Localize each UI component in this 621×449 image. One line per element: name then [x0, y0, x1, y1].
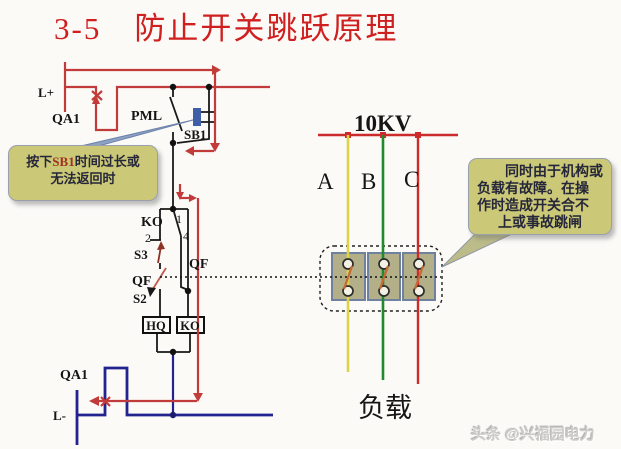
label-qa1-top: QA1	[52, 112, 80, 127]
label-terminal-2: 2	[145, 231, 151, 245]
label-s3: S3	[134, 247, 148, 262]
label-qf-aux: QF	[189, 257, 208, 272]
callout-right-line2: 负载有故障。在操	[477, 182, 589, 197]
qa1-top-cross-icon	[91, 90, 103, 101]
sb1-plunger-icon	[193, 108, 201, 126]
highlight-current-path	[63, 62, 270, 407]
arrow-right-small-icon	[189, 194, 197, 202]
arrow-left-icon	[185, 146, 194, 156]
sb1-contact-bars-icon	[201, 111, 215, 123]
label-load: 负载	[358, 393, 412, 423]
current-arrowheads	[89, 65, 221, 406]
callout-left-line2: 无法返回时	[50, 171, 116, 186]
qf-trip-arrowhead-icon	[147, 287, 156, 297]
s3-arrowhead-icon	[157, 241, 165, 250]
power-diagram	[160, 132, 458, 384]
label-hq-coil: HQ	[146, 319, 166, 333]
arrow-right-icon	[212, 65, 221, 75]
label-10kv: 10KV	[354, 111, 412, 136]
callout-left-accent: SB1	[52, 154, 75, 169]
qa1-bottom-cross-icon	[100, 396, 111, 407]
label-qa1-bottom: QA1	[60, 368, 88, 383]
breaker-contacts	[342, 258, 425, 297]
label-terminal-4: 4	[183, 229, 189, 243]
label-l-minus: L-	[53, 408, 66, 423]
ko-contact-blade-icon	[173, 211, 182, 237]
callout-right-line4: 上或事故跳闸	[498, 216, 582, 231]
hq-coil-box	[142, 316, 171, 334]
callout-right-line1: 同时由于机构或	[505, 165, 603, 180]
callout-sb1-stuck: 按下SB1时间过长或 无法返回时	[8, 145, 158, 201]
arrow-down-icon	[210, 143, 220, 152]
junction-dots	[169, 83, 213, 419]
ko-contact-lower-wire	[180, 236, 189, 291]
watermark: 头条 @兴福园电力	[471, 426, 595, 443]
callout-left-line1: 按下SB1时间过长或	[26, 154, 140, 169]
label-qf-trip: QF	[132, 274, 151, 289]
label-ko-coil: KO	[180, 319, 200, 333]
qa1-notch-path-wire	[65, 85, 270, 132]
callout-breaker-fault: 同时由于机构或 负载有故障。在操 作时造成开关合不 上或事故跳闸	[468, 158, 612, 235]
arrow-up-icon	[92, 95, 100, 104]
label-pml: PML	[131, 109, 162, 124]
label-sb1: SB1	[184, 127, 206, 142]
negative-bus	[75, 353, 273, 445]
page-title: 3-5 防止开关跳跃原理	[54, 11, 399, 46]
breaker-dashed-box	[319, 245, 443, 312]
sb1-branch-wire	[176, 87, 210, 144]
label-s2: S2	[133, 291, 147, 306]
arrow-down-small-icon	[176, 192, 184, 200]
label-ko-contact: KO	[141, 215, 163, 230]
pml-switch-blade-icon	[169, 96, 183, 132]
arrow-down-bottom-icon	[193, 393, 203, 402]
label-phase-a: A	[317, 169, 334, 194]
label-l-plus: L+	[38, 85, 54, 100]
label-phase-c: C	[404, 167, 419, 192]
arrow-left-bottom-icon	[89, 396, 99, 406]
l-minus-bus-with-qa1-pulse	[77, 366, 273, 417]
breaker-blades	[342, 265, 425, 290]
callout-right-line3: 作时造成开关合不	[477, 199, 589, 214]
label-terminal-1: 1	[176, 212, 182, 226]
label-phase-b: B	[361, 169, 376, 194]
